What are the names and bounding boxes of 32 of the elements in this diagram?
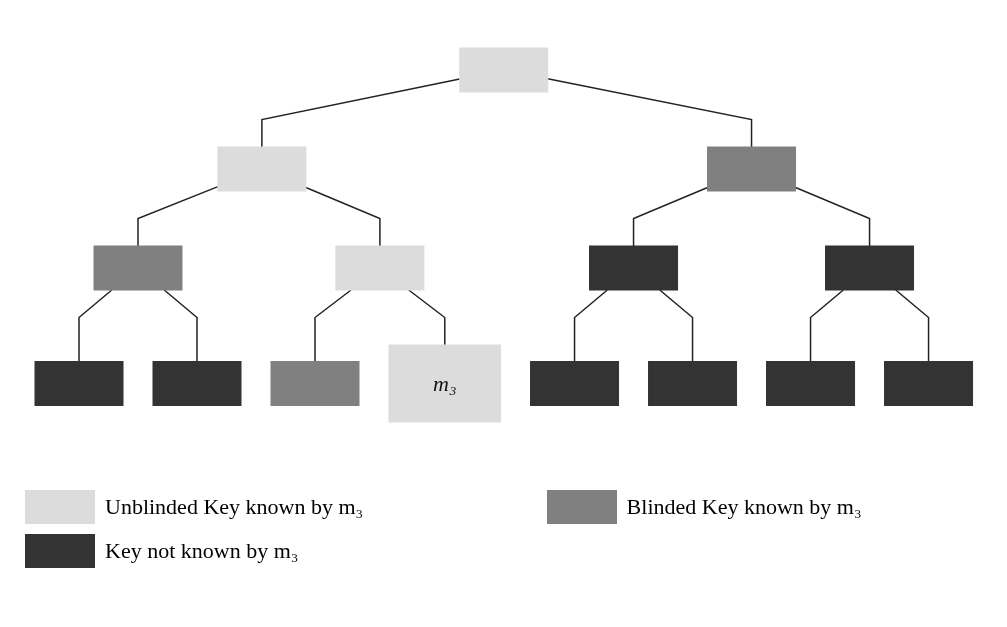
- node-box: [270, 361, 360, 406]
- connector: [658, 289, 693, 363]
- node-box: [883, 361, 973, 406]
- node-box: [93, 245, 183, 291]
- node-box: [529, 361, 619, 406]
- connector: [794, 186, 870, 247]
- connector: [260, 78, 461, 148]
- connector: [632, 186, 708, 247]
- node-box: [588, 245, 678, 291]
- legend-label: Unblinded Key known by m₃: [105, 494, 364, 520]
- connector: [573, 289, 608, 363]
- node-box: [34, 361, 124, 406]
- node-box: [152, 361, 242, 406]
- connector: [304, 186, 381, 247]
- connector: [894, 289, 929, 363]
- node-box: [217, 146, 307, 192]
- connector: [163, 289, 198, 363]
- node-box: [647, 361, 737, 406]
- node-box: [335, 245, 425, 291]
- connector: [407, 289, 446, 346]
- connector: [809, 289, 844, 363]
- node-box: [824, 245, 914, 291]
- node-box: [459, 47, 548, 93]
- connector: [546, 78, 752, 148]
- connector: [313, 289, 352, 363]
- legend-label: Key not known by m₃: [105, 538, 299, 564]
- node-box: [765, 361, 855, 406]
- connector: [136, 185, 219, 247]
- legend-label: Blinded Key known by m₃: [626, 494, 862, 520]
- node-box: [706, 146, 796, 192]
- connector: [77, 289, 113, 363]
- node-box: m₃: [388, 344, 501, 423]
